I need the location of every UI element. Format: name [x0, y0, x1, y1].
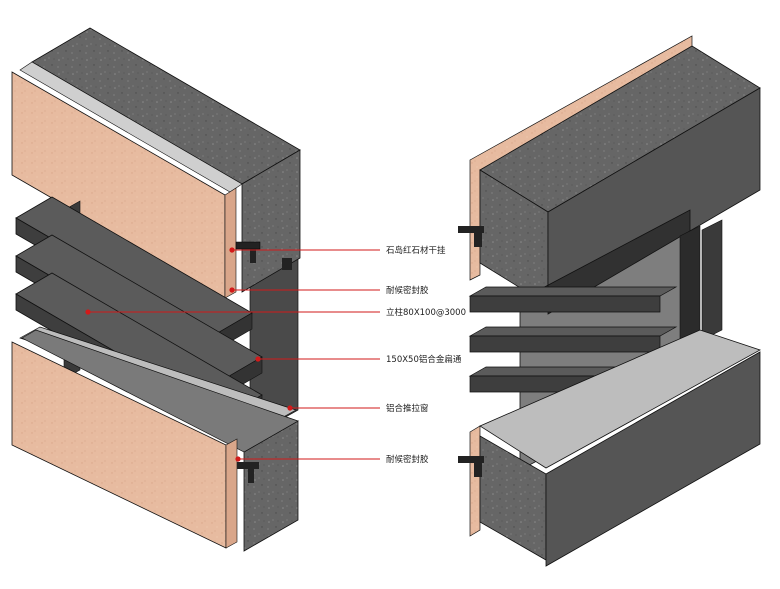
- right-post: [701, 219, 723, 341]
- red-dot: [287, 405, 293, 411]
- right-assembly: [458, 35, 761, 567]
- left-assembly: [11, 27, 301, 552]
- steel-bracket-icon: [235, 241, 292, 270]
- label-stone-dry-hang: 石岛红石材干挂: [386, 245, 446, 256]
- right-lower-sill-top: [479, 329, 761, 469]
- red-dot: [229, 247, 235, 253]
- left-upper-stone-edge: [224, 187, 237, 299]
- callout-labels: 石岛红石材干挂 耐候密封胶 立柱80X100@3000 150X50铝合金扁通 …: [386, 245, 466, 465]
- steel-bracket-icon: [237, 462, 259, 483]
- red-dot: [235, 456, 241, 462]
- left-lower-stone-edge: [225, 438, 238, 549]
- label-sealant-top: 耐候密封胶: [386, 285, 429, 296]
- label-sealant-bottom: 耐候密封胶: [386, 454, 429, 465]
- label-louver: 150X50铝合金扁通: [386, 354, 462, 365]
- left-lower-concrete-top: [21, 329, 299, 453]
- red-dot: [229, 287, 235, 293]
- right-lower-stone-strip: [469, 425, 481, 537]
- steel-bracket-icon: [458, 226, 484, 247]
- label-post: 立柱80X100@3000: [386, 307, 466, 318]
- red-dot: [255, 356, 261, 362]
- left-upper-backing: [19, 61, 243, 193]
- right-louver-1: [468, 286, 678, 313]
- callout-leaders: [85, 247, 380, 462]
- right-louver-2: [468, 326, 678, 353]
- right-lower-front-panel: [545, 351, 761, 567]
- label-sliding-window: 铝合推拉窗: [386, 403, 429, 414]
- red-dot: [85, 309, 91, 315]
- steel-bracket-icon: [458, 456, 484, 477]
- left-upper-concrete-side: [241, 149, 301, 293]
